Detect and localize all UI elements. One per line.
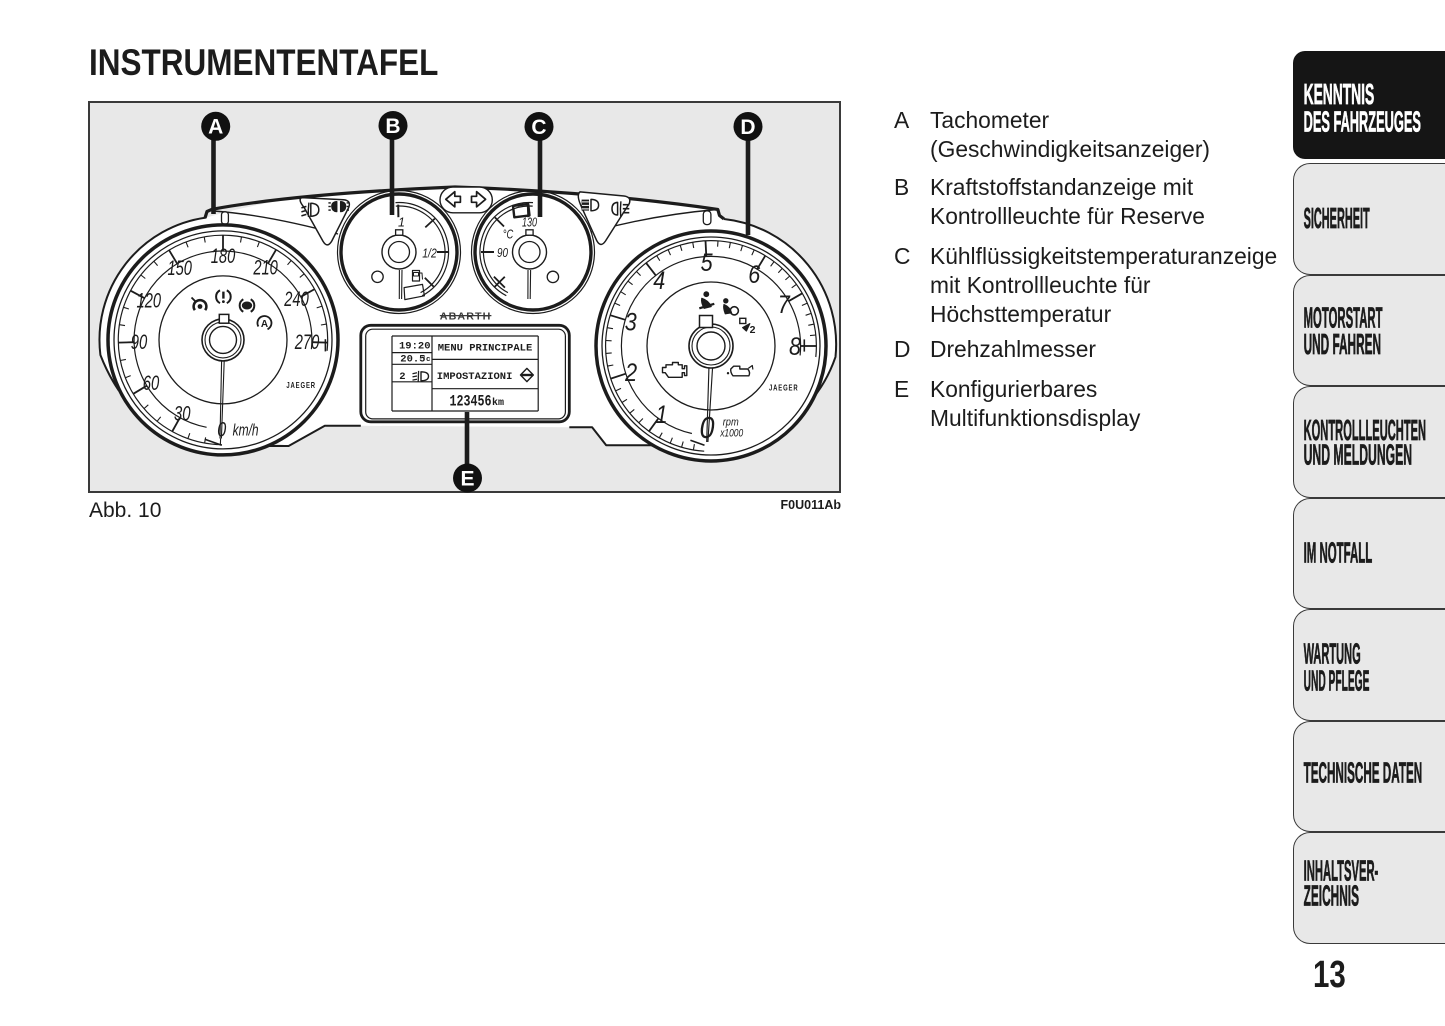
svg-text:E: E [460,467,474,490]
svg-text:ABARTH: ABARTH [440,311,492,322]
svg-text:5: 5 [701,249,713,277]
svg-text:JAEGER: JAEGER [769,382,799,392]
svg-text:MOTORSTART: MOTORSTART [1304,303,1383,335]
svg-text:210: 210 [253,257,278,280]
svg-text:A: A [261,319,268,330]
svg-text:A: A [208,116,223,139]
svg-text:KONTROLLLEUCHTEN: KONTROLLLEUCHTEN [1304,415,1427,447]
svg-text:°C: °C [503,228,514,242]
svg-text:4: 4 [653,267,665,295]
svg-text:B: B [385,115,400,138]
svg-text:°c: °c [421,355,431,364]
svg-text:2: 2 [750,324,756,336]
svg-text:19:20: 19:20 [399,341,431,353]
svg-text:IMPOSTAZIONI: IMPOSTAZIONI [437,371,513,383]
svg-text:MENU PRINCIPALE: MENU PRINCIPALE [438,343,533,355]
svg-text:km: km [492,397,504,409]
svg-text:2: 2 [624,359,637,387]
svg-text:SICHERHEIT: SICHERHEIT [1304,203,1370,235]
svg-text:INHALTSVER-: INHALTSVER- [1304,856,1379,888]
svg-text:8: 8 [789,333,801,361]
svg-text:UND FAHREN: UND FAHREN [1304,329,1381,361]
svg-text:JAEGER: JAEGER [286,380,316,390]
svg-text:x1000: x1000 [719,428,743,440]
svg-text:90: 90 [497,246,508,260]
svg-text:123456: 123456 [450,392,492,410]
svg-text:WARTUNG: WARTUNG [1304,639,1361,671]
svg-text:1: 1 [398,216,405,230]
svg-text:UND MELDUNGEN: UND MELDUNGEN [1304,440,1413,472]
svg-text:IM NOTFALL: IM NOTFALL [1304,537,1373,569]
svg-text:KENNTNIS: KENNTNIS [1304,79,1375,111]
svg-text:270: 270 [294,331,319,354]
svg-text:C: C [531,116,546,139]
svg-text:D: D [740,116,755,139]
svg-text:km/h: km/h [233,422,259,440]
svg-text:1: 1 [656,401,668,429]
svg-text:6: 6 [748,261,760,289]
svg-text:150: 150 [167,257,192,280]
svg-text:30: 30 [174,402,191,425]
svg-text:20.5: 20.5 [400,354,425,366]
svg-text:3: 3 [625,308,637,336]
svg-text:UND PFLEGE: UND PFLEGE [1304,666,1370,698]
svg-text:130: 130 [522,216,537,230]
svg-text:180: 180 [211,245,236,268]
svg-text:90: 90 [131,331,148,354]
svg-text:TECHNISCHE DATEN: TECHNISCHE DATEN [1304,758,1423,790]
svg-text:DES FAHRZEUGES: DES FAHRZEUGES [1304,107,1421,139]
svg-text:7: 7 [778,291,791,319]
svg-text:120: 120 [137,290,162,313]
svg-text:1/2: 1/2 [422,246,437,261]
svg-text:60: 60 [143,372,160,395]
svg-text:2: 2 [399,371,405,383]
svg-text:240: 240 [284,288,309,311]
svg-text:ZEICHNIS: ZEICHNIS [1304,880,1359,912]
svg-text:rpm: rpm [723,417,739,429]
